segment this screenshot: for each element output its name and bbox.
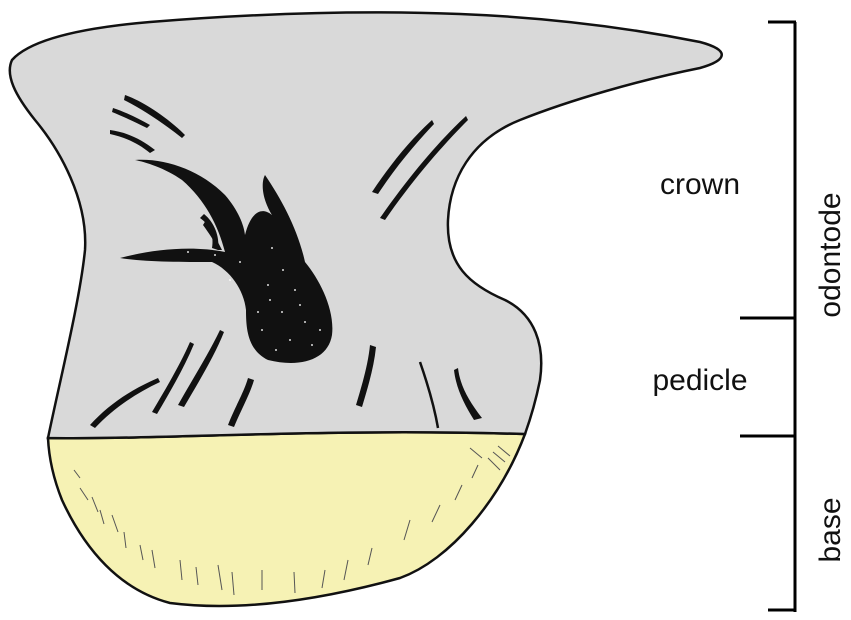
region-bracket — [740, 22, 796, 612]
base-region — [48, 432, 525, 606]
label-base: base — [814, 497, 847, 562]
label-odontode: odontode — [814, 192, 847, 317]
label-pedicle: pedicle — [652, 364, 747, 397]
label-crown: crown — [660, 168, 740, 201]
